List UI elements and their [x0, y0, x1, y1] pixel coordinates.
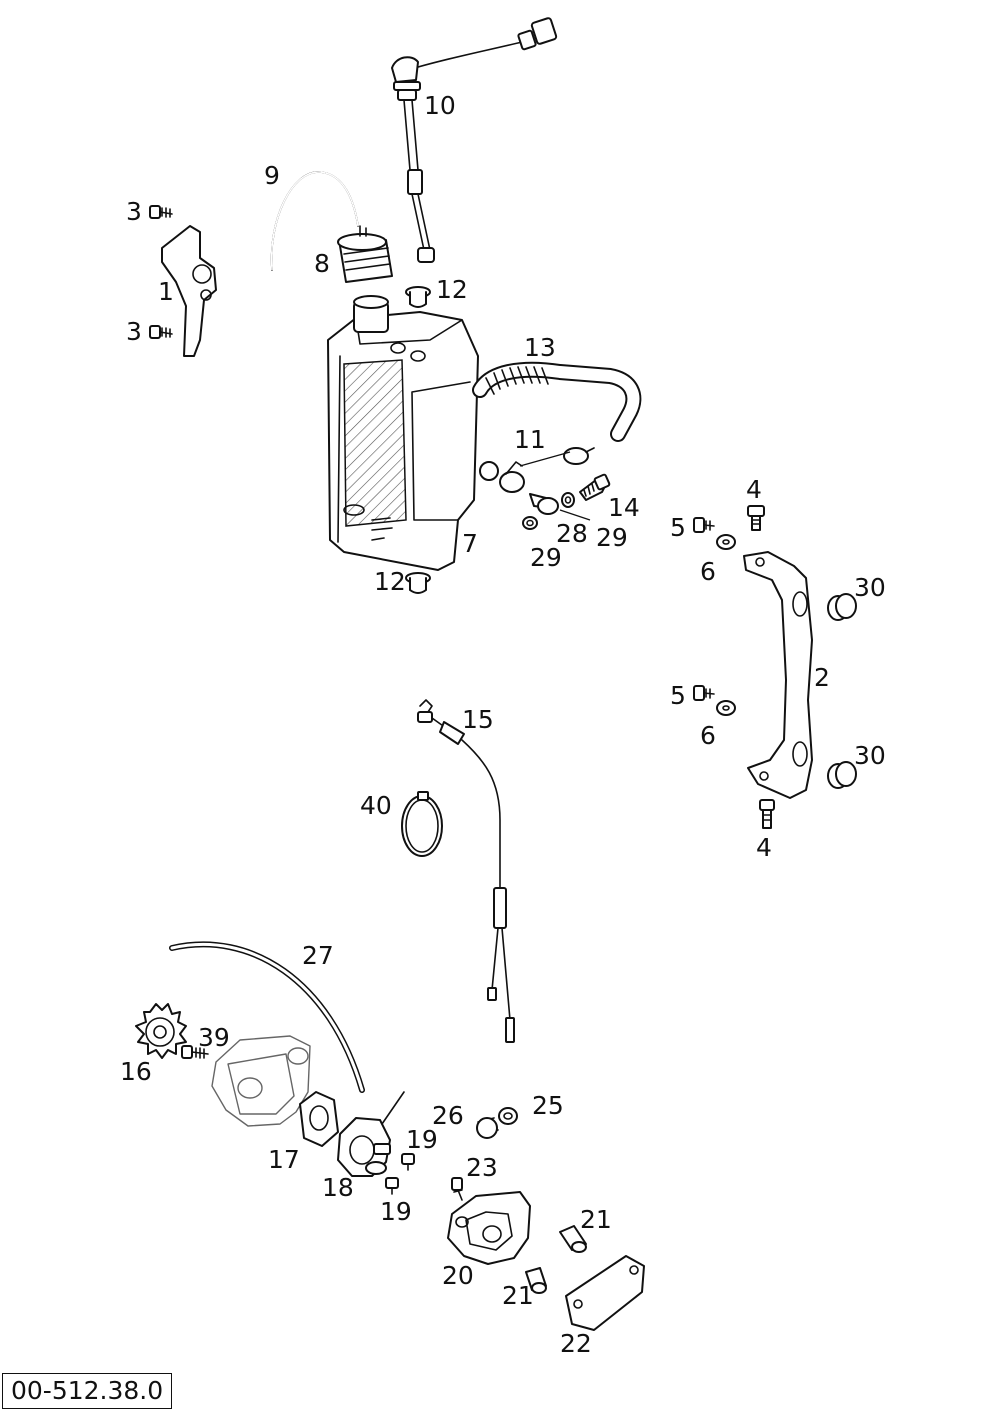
callout-27: 27 — [302, 941, 334, 970]
part-bolt-4-bottom — [759, 799, 775, 829]
drawing-number: 00-512.38.0 — [2, 1373, 173, 1409]
part-screw-19-top — [401, 1153, 415, 1171]
callout-30-bottom: 30 — [854, 741, 886, 770]
part-banjo-bolt — [559, 473, 611, 521]
callout-40: 40 — [360, 791, 392, 820]
callout-15: 15 — [462, 705, 494, 734]
part-throttle-cable — [417, 699, 515, 1043]
part-washer-29-a — [561, 492, 575, 508]
callout-18: 18 — [322, 1173, 354, 1202]
callout-6-bottom: 6 — [700, 721, 716, 750]
callout-2: 2 — [814, 663, 830, 692]
part-screw-5-bottom — [693, 685, 715, 701]
callout-22: 22 — [560, 1329, 592, 1358]
callout-26: 26 — [432, 1101, 464, 1130]
part-grommet-12-bottom — [405, 572, 431, 594]
callout-3-top: 3 — [126, 197, 142, 226]
callout-5-top: 5 — [670, 513, 686, 542]
callout-29-bottom: 29 — [530, 543, 562, 572]
callout-12-top: 12 — [436, 275, 468, 304]
callout-19-bottom: 19 — [380, 1197, 412, 1226]
callout-19-top: 19 — [406, 1125, 438, 1154]
callout-17: 17 — [268, 1145, 300, 1174]
callout-21-bottom: 21 — [502, 1281, 534, 1310]
callout-25: 25 — [532, 1091, 564, 1120]
callout-13: 13 — [524, 333, 556, 362]
part-oil-pump — [337, 1091, 405, 1177]
part-oil-hose — [472, 361, 642, 442]
callout-7: 7 — [462, 529, 478, 558]
part-cover-plate — [565, 1255, 645, 1331]
part-spring — [476, 1117, 499, 1139]
callout-labels: 1 2 3 3 4 4 5 5 6 6 7 8 9 10 11 12 12 13… — [120, 91, 886, 1358]
callout-11: 11 — [514, 425, 546, 454]
part-screw-39 — [181, 1045, 209, 1059]
callout-4-bottom: 4 — [756, 833, 772, 862]
crankcase-outline — [211, 1035, 311, 1127]
part-spring-cap — [498, 1107, 518, 1125]
part-hose-clamps — [499, 447, 595, 493]
part-screw-3-top — [149, 205, 173, 219]
part-rubber-buffer-30-bottom — [827, 761, 857, 789]
part-screw-19-bottom — [385, 1177, 399, 1195]
callout-8: 8 — [314, 249, 330, 278]
part-level-sensor — [391, 17, 558, 263]
part-screw-23 — [451, 1177, 463, 1201]
part-drive-gear — [135, 1003, 187, 1059]
part-rubber-buffer-30-top — [827, 593, 857, 621]
callout-16: 16 — [120, 1057, 152, 1086]
callout-3-bottom: 3 — [126, 317, 142, 346]
part-washer-6-top — [716, 534, 736, 550]
part-vent-hose — [169, 941, 365, 1093]
callout-28: 28 — [556, 519, 588, 548]
part-bracket-large — [743, 551, 813, 799]
callout-20: 20 — [442, 1261, 474, 1290]
callout-29-right: 29 — [596, 523, 628, 552]
part-gasket — [299, 1091, 339, 1147]
callout-23: 23 — [466, 1153, 498, 1182]
part-banjo-fitting — [529, 493, 559, 515]
callout-9: 9 — [264, 161, 280, 190]
callout-39: 39 — [198, 1023, 230, 1052]
callout-21-right: 21 — [580, 1205, 612, 1234]
part-washer-6-bottom — [716, 700, 736, 716]
callout-10: 10 — [424, 91, 456, 120]
callout-30-top: 30 — [854, 573, 886, 602]
part-oil-tank — [327, 295, 499, 571]
part-bracket-small — [161, 225, 217, 357]
part-dowel-21-bottom — [525, 1267, 547, 1294]
part-grommet-12-top — [405, 286, 431, 308]
callout-6-top: 6 — [700, 557, 716, 586]
part-breather-hose — [270, 171, 359, 271]
part-bolt-4-top — [747, 505, 765, 531]
part-tank-cap — [337, 225, 393, 283]
part-screw-5-top — [693, 517, 715, 533]
callout-14: 14 — [608, 493, 640, 522]
callout-1: 1 — [158, 277, 174, 306]
part-dowel-21-top — [559, 1225, 587, 1253]
part-pump-housing — [447, 1191, 531, 1265]
callout-4-top: 4 — [746, 475, 762, 504]
part-screw-3-bottom — [149, 325, 173, 339]
part-washer-29-b — [522, 516, 538, 530]
callout-12-bottom: 12 — [374, 567, 406, 596]
part-cable-clip — [401, 791, 443, 857]
callout-5-bottom: 5 — [670, 681, 686, 710]
